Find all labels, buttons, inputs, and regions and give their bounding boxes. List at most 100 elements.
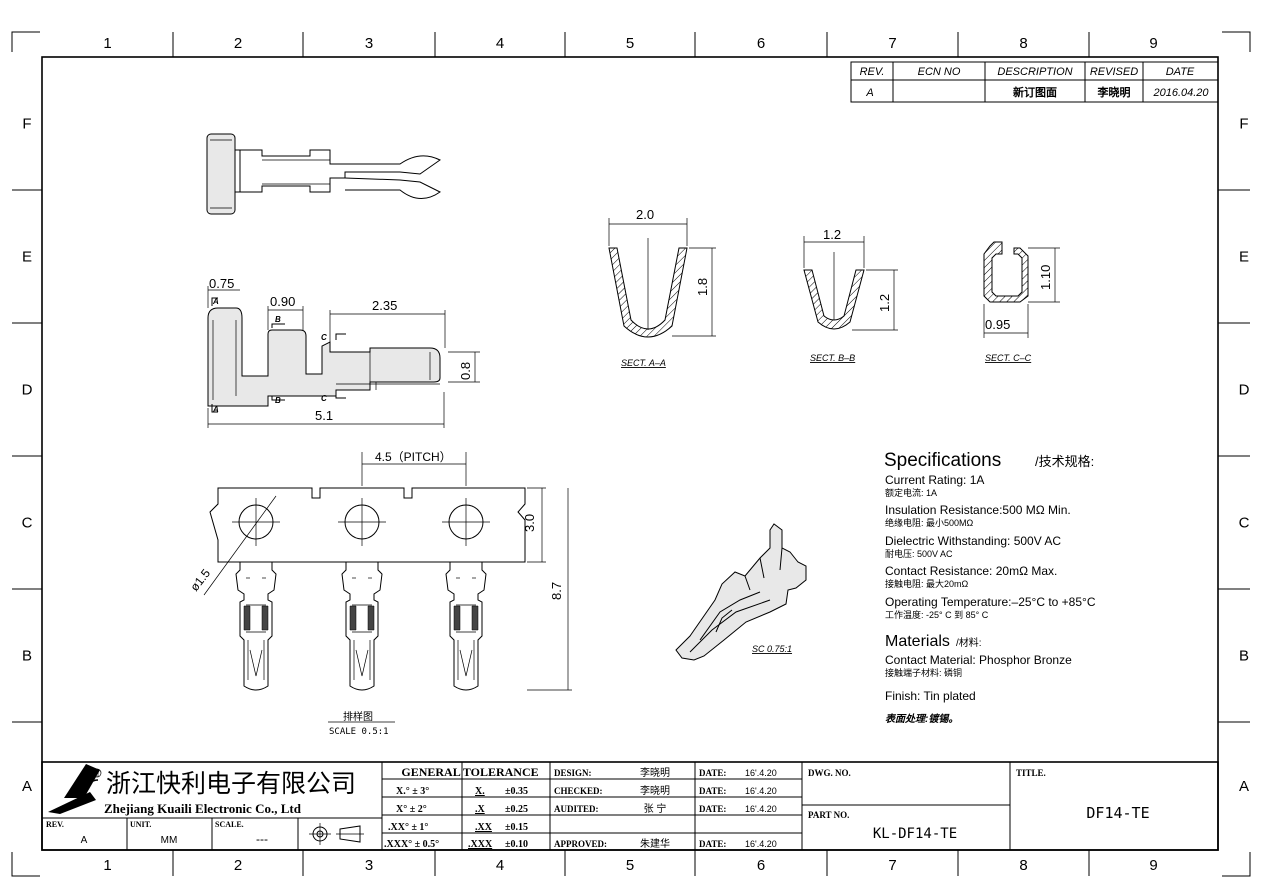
dim-sect-b-width: 1.2 bbox=[823, 227, 841, 242]
section-c-c-view: 1.10 0.95 SECT. C–C bbox=[983, 241, 1060, 363]
dim-hole-dia: ø1.5 bbox=[187, 566, 213, 594]
column-label-4-top: 4 bbox=[496, 35, 504, 52]
projection-symbol-icon bbox=[309, 823, 364, 845]
ecn-header: ECN NO bbox=[918, 66, 961, 78]
rev-header: REV. bbox=[860, 66, 885, 78]
dim-slot: 0.90 bbox=[270, 294, 295, 309]
registered-mark: ® bbox=[94, 771, 100, 779]
person-role-1: CHECKED: bbox=[554, 786, 603, 796]
person-role-2: AUDITED: bbox=[554, 804, 599, 814]
terminal-isometric-view: SC 0.75:1 bbox=[675, 523, 807, 661]
column-label-1-top: 1 bbox=[103, 35, 111, 52]
section-mark-b-bottom: B bbox=[275, 396, 281, 405]
date-value: 2016.04.20 bbox=[1152, 87, 1209, 99]
column-label-9-bottom: 9 bbox=[1149, 857, 1157, 874]
label-sect-b-b: SECT. B–B bbox=[810, 353, 855, 363]
section-mark-c-top: C bbox=[321, 333, 327, 342]
strip-scale: SCALE 0.5:1 bbox=[329, 727, 389, 737]
tol-linear-key-1: .X bbox=[475, 804, 486, 815]
label-iso-scale: SC 0.75:1 bbox=[752, 644, 792, 654]
person-date-label-1: DATE: bbox=[699, 786, 726, 796]
dim-barrel: 2.35 bbox=[372, 298, 397, 313]
finish-en: Finish: Tin plated bbox=[885, 689, 976, 703]
spec-item-cn-0: 额定电流: 1A bbox=[885, 487, 937, 498]
column-label-8-bottom: 8 bbox=[1019, 857, 1027, 874]
row-label-C-right: C bbox=[1239, 515, 1250, 532]
row-label-B-right: B bbox=[1239, 648, 1249, 665]
terminal-side-view bbox=[207, 307, 441, 407]
strip-title: 排样图 bbox=[343, 710, 373, 723]
unit-label: UNIT. bbox=[130, 820, 151, 829]
tol-linear-val-1: ±0.25 bbox=[505, 804, 528, 815]
column-label-8-top: 8 bbox=[1019, 35, 1027, 52]
company-name-en: Zhejiang Kuaili Electronic Co., Ltd bbox=[104, 801, 302, 816]
dwg-no-label: DWG. NO. bbox=[808, 768, 851, 778]
column-label-3-bottom: 3 bbox=[365, 857, 373, 874]
strip-terminal-3 bbox=[445, 562, 487, 691]
section-b-b-view: 1.2 1.2 SECT. B–B bbox=[803, 227, 898, 363]
row-label-A-left: A bbox=[22, 778, 32, 795]
section-a-a-view: 2.0 1.8 SECT. A–A bbox=[608, 207, 716, 368]
person-date-1: 16'.4.20 bbox=[745, 786, 777, 796]
section-markers: A A B B C C bbox=[211, 297, 346, 414]
dim-pitch: 4.5（PITCH） bbox=[375, 450, 452, 464]
terminal-top-view bbox=[206, 133, 441, 215]
dim-sect-b-height: 1.2 bbox=[877, 294, 892, 312]
person-role-0: DESIGN: bbox=[554, 768, 592, 778]
revision-table: REV. ECN NO DESCRIPTION REVISED DATE A 新… bbox=[850, 61, 1219, 103]
material-en: Contact Material: Phosphor Bronze bbox=[885, 653, 1072, 667]
section-mark-c-bottom: C bbox=[321, 394, 327, 403]
spec-heading-cn: /技术规格: bbox=[1035, 454, 1094, 469]
spec-item-en-4: Operating Temperature:–25°C to +85°C bbox=[885, 595, 1096, 609]
person-date-0: 16'.4.20 bbox=[745, 768, 777, 778]
column-label-4-bottom: 4 bbox=[496, 857, 504, 874]
tol-linear-val-0: ±0.35 bbox=[505, 786, 528, 797]
row-label-F-right: F bbox=[1239, 116, 1248, 133]
scale-value: --- bbox=[256, 832, 268, 846]
column-label-7-top: 7 bbox=[888, 35, 896, 52]
dim-sect-c-height: 1.10 bbox=[1038, 265, 1053, 290]
materials-heading-cn: /材料: bbox=[956, 636, 982, 649]
spec-item-cn-1: 绝缘电阻: 最小500MΩ bbox=[885, 517, 974, 528]
person-name-1: 李晓明 bbox=[640, 784, 670, 797]
row-label-B-left: B bbox=[22, 648, 32, 665]
scale-label: SCALE. bbox=[215, 820, 244, 829]
row-label-E-left: E bbox=[22, 249, 32, 266]
person-date-3: 16'.4.20 bbox=[745, 839, 777, 849]
row-label-E-right: E bbox=[1239, 249, 1249, 266]
dim-top-width: 0.75 bbox=[209, 276, 234, 291]
label-sect-a-a: SECT. A–A bbox=[621, 358, 666, 368]
person-date-label-3: DATE: bbox=[699, 839, 726, 849]
column-label-2-bottom: 2 bbox=[234, 857, 242, 874]
section-mark-b-top: B bbox=[275, 315, 281, 324]
title-value: DF14-TE bbox=[1086, 804, 1149, 822]
dim-carrier-height: 3.0 bbox=[522, 514, 537, 532]
side-view-dimensions: 0.75 0.90 2.35 0.8 5.1 bbox=[207, 276, 480, 428]
description-value: 新订图面 bbox=[1013, 85, 1057, 99]
section-mark-a-bottom: A bbox=[212, 405, 219, 414]
materials-heading: Materials bbox=[885, 633, 950, 650]
spec-item-cn-2: 耐电压: 500V AC bbox=[885, 548, 953, 559]
rev-label: REV. bbox=[46, 820, 64, 829]
dim-sect-c-width: 0.95 bbox=[985, 317, 1010, 332]
spec-item-cn-4: 工作温度: -25° C 到 85° C bbox=[885, 609, 989, 620]
column-label-5-bottom: 5 bbox=[626, 857, 634, 874]
dim-length: 5.1 bbox=[315, 408, 333, 423]
column-label-2-top: 2 bbox=[234, 35, 242, 52]
person-name-2: 张 宁 bbox=[644, 802, 667, 815]
rev-value: A bbox=[865, 87, 873, 99]
tol-linear-val-3: ±0.10 bbox=[505, 839, 528, 850]
column-label-9-top: 9 bbox=[1149, 35, 1157, 52]
revised-header: REVISED bbox=[1090, 66, 1138, 78]
row-label-C-left: C bbox=[22, 515, 33, 532]
column-label-1-bottom: 1 bbox=[103, 857, 111, 874]
person-date-label-2: DATE: bbox=[699, 804, 726, 814]
tol-linear-key-3: .XXX bbox=[468, 839, 493, 850]
strip-terminal-2 bbox=[341, 562, 383, 691]
spec-heading: Specifications bbox=[884, 450, 1001, 471]
finish-cn: 表面处理:镀锡。 bbox=[885, 713, 958, 725]
tol-angle-3: .XXX° ± 0.5° bbox=[384, 839, 439, 850]
column-label-6-bottom: 6 bbox=[757, 857, 765, 874]
